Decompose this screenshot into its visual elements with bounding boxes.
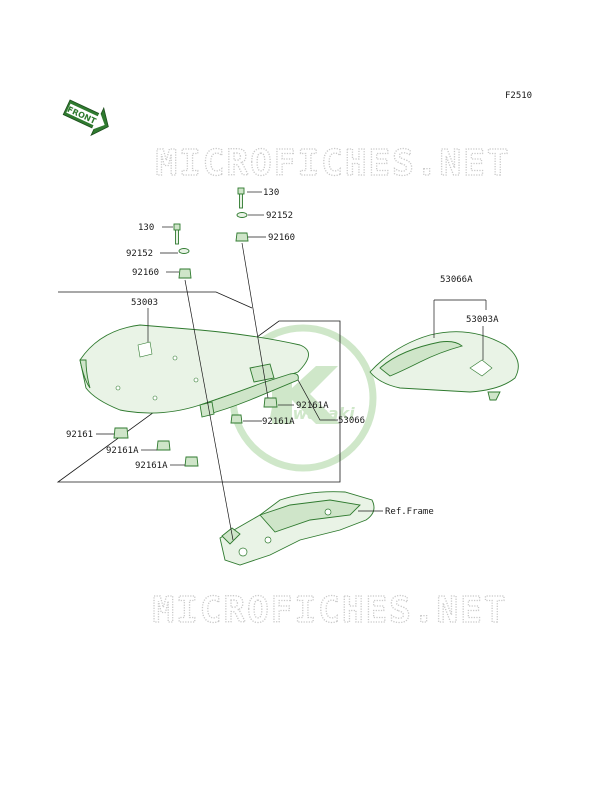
- label-53003: 53003: [131, 298, 158, 308]
- grommets: [113, 397, 278, 467]
- front-seat: [79, 324, 309, 418]
- label-92152-right: 92152: [266, 211, 293, 221]
- hardware-stack-right: [235, 187, 249, 242]
- label-ref-frame: Ref.Frame: [385, 507, 434, 517]
- label-53066: 53066: [338, 416, 365, 426]
- leader-53066A: [433, 299, 487, 338]
- watermark-top: MICROFICHES.NET: [155, 143, 510, 184]
- label-92161A-b1: 92161A: [106, 446, 139, 456]
- frame-bracket: [219, 491, 375, 566]
- hardware-stack-left: [173, 223, 192, 279]
- leader-right-stack: [241, 242, 269, 399]
- label-130-left: 130: [138, 223, 154, 233]
- label-92161: 92161: [66, 430, 93, 440]
- seat-group-box: [56, 291, 341, 483]
- label-92160-left: 92160: [132, 268, 159, 278]
- kawasaki-logo-text: Kawasaki: [269, 404, 355, 423]
- label-92152-left: 92152: [126, 249, 153, 259]
- figure-code: F2510: [505, 91, 532, 101]
- rear-seat-cowl: [369, 331, 519, 401]
- watermark-bottom: MICROFICHES.NET: [152, 590, 507, 631]
- label-53003A: 53003A: [466, 315, 499, 325]
- label-92161A-b2: 92161A: [135, 461, 168, 471]
- leader-left-stack: [184, 279, 234, 541]
- label-92160-right: 92160: [268, 233, 295, 243]
- front-direction-badge: FRONT: [62, 99, 109, 137]
- label-92161A-low: 92161A: [262, 417, 295, 427]
- label-130-right: 130: [263, 188, 279, 198]
- label-92161A-mid: 92161A: [296, 401, 329, 411]
- label-53066A: 53066A: [440, 275, 473, 285]
